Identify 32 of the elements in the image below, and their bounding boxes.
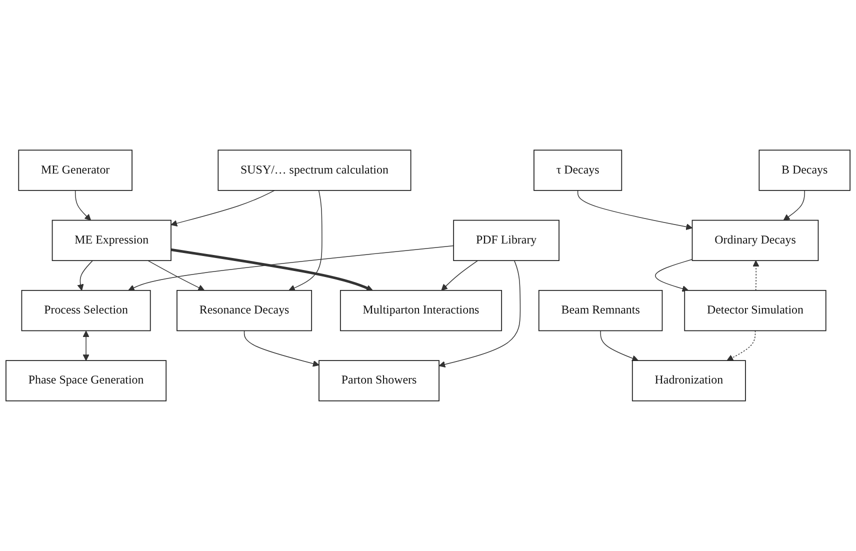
arrow (726, 330, 756, 361)
node-box: Detector Simulation (684, 290, 826, 332)
node-box: SUSY/… spectrum calculation (218, 150, 412, 191)
node-box: ME Generator (18, 150, 132, 191)
arrow (244, 330, 320, 367)
node-box: Process Selection (21, 290, 151, 332)
node-box: Multiparton Interactions (340, 290, 502, 332)
arrow (752, 260, 760, 291)
node-box: B Decays (758, 150, 850, 191)
arrow (577, 190, 693, 230)
arrow (170, 190, 275, 226)
arrow (288, 190, 322, 291)
arrow (148, 260, 205, 291)
node-box: Parton Showers (318, 360, 440, 402)
node-box: Hadronization (632, 360, 746, 402)
node-box: Resonance Decays (176, 290, 312, 332)
arrow (128, 245, 454, 291)
node-box: Beam Remnants (538, 290, 663, 332)
arrow (438, 260, 521, 368)
arrow (74, 190, 92, 221)
node-box: Ordinary Decays (692, 220, 819, 262)
arrow (600, 330, 638, 362)
node-box: τ Decays (534, 150, 622, 191)
node-box: Phase Space Generation (6, 360, 167, 402)
arrow (82, 330, 90, 361)
node-box: PDF Library (453, 220, 560, 262)
arrow (441, 260, 478, 291)
arrow (77, 260, 94, 291)
arrow (783, 190, 805, 221)
arrow (170, 248, 373, 292)
arrow (655, 259, 693, 292)
node-box: ME Expression (52, 220, 172, 262)
